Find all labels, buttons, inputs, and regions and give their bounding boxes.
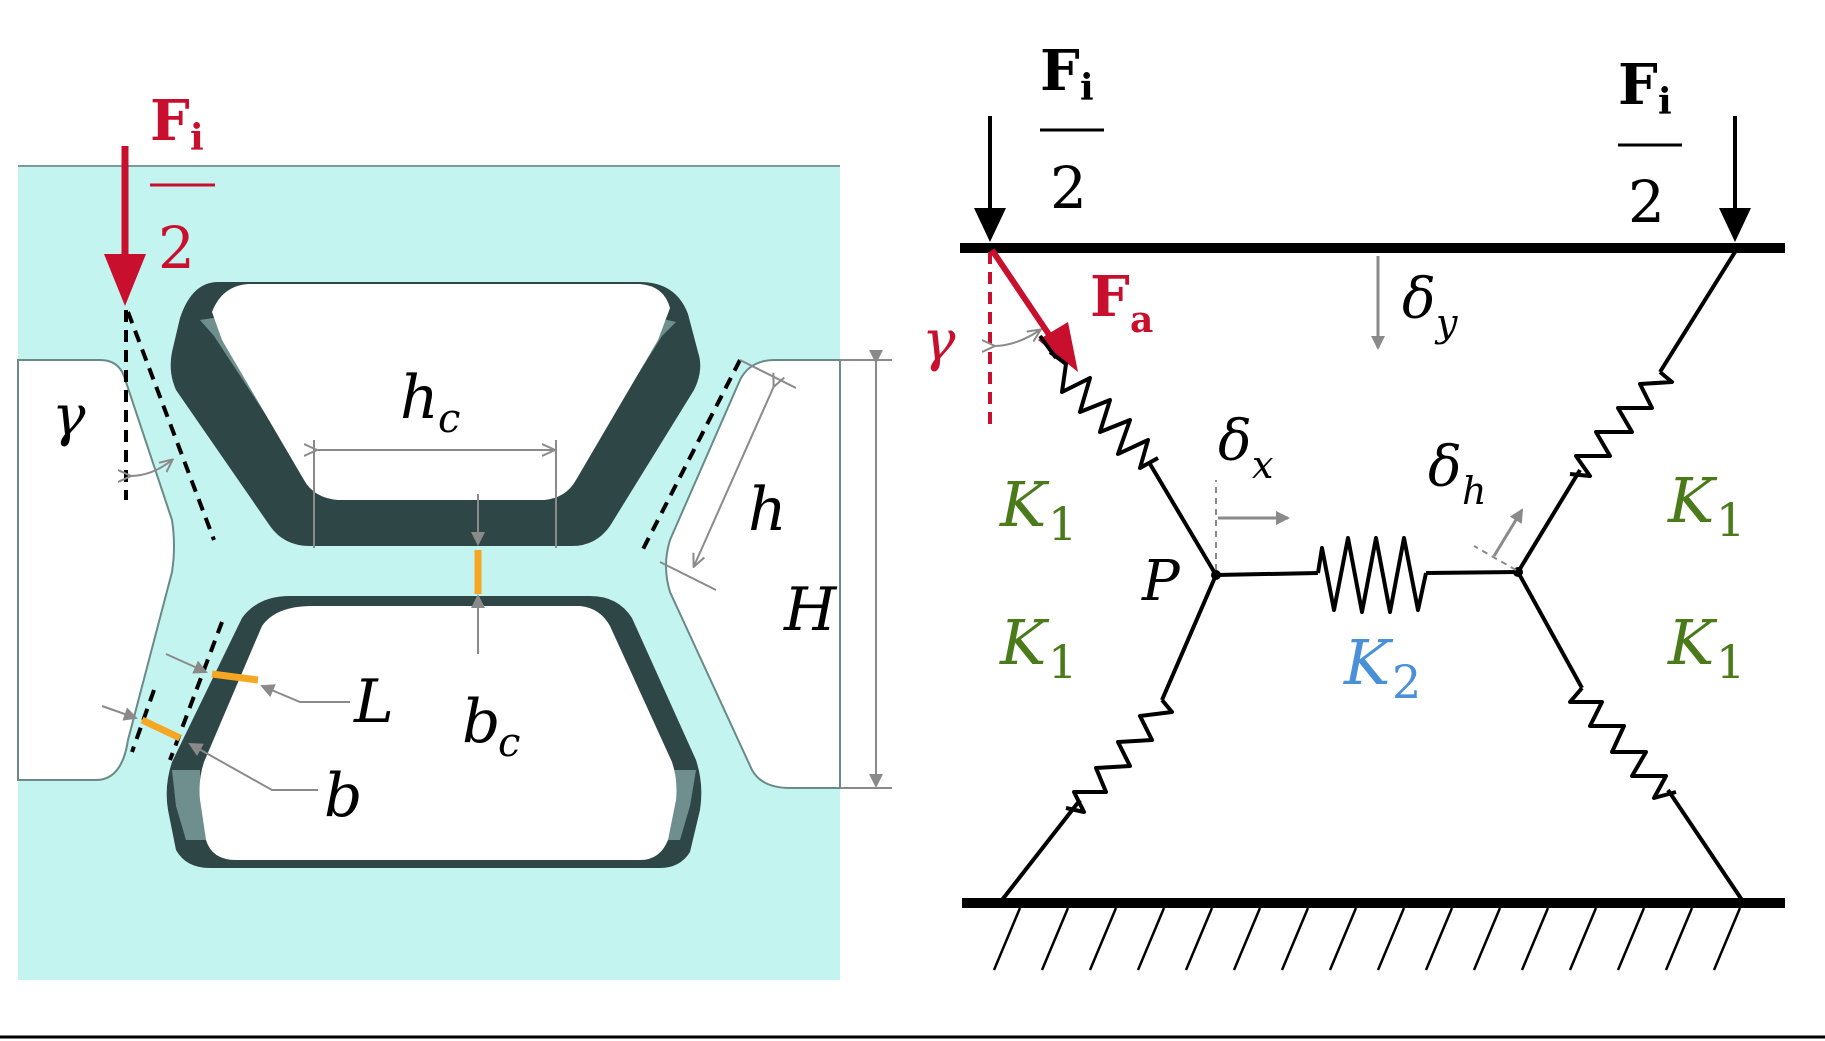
member-lower-left-a: [1160, 574, 1218, 701]
K1-upper-left-sub: 1: [1048, 497, 1077, 551]
spring-K1-upper-right: [1569, 370, 1674, 478]
L-label: L: [353, 667, 394, 737]
K1-lower-left-sub: 1: [1048, 635, 1077, 689]
force-label-sub-i: i: [190, 117, 204, 159]
K1-upper-left-label: K: [999, 468, 1050, 541]
member-lower-right-a: [1516, 571, 1584, 689]
K1-upper-right-label: K: [1667, 464, 1718, 537]
b-thickness-highlight: [140, 716, 182, 742]
node-P: [1211, 570, 1221, 580]
member-lower-left-b: [1000, 798, 1082, 902]
gamma-label-right: γ: [922, 309, 956, 374]
gamma-arc-right: [994, 330, 1040, 346]
L-arrow-left: [165, 653, 208, 674]
h-strut-dashed: [638, 359, 742, 556]
bc-label: b: [462, 687, 500, 757]
member-upper-right-b: [1516, 468, 1582, 574]
left-panel: F i 2 γ h c b c h H: [17, 88, 892, 980]
delta-h-sub: h: [1462, 469, 1486, 513]
load-arrowhead-right: [1719, 208, 1751, 242]
delta-h-dashed: [1473, 545, 1517, 571]
force-arrowhead-left-panel: [104, 254, 146, 306]
bottom-cavity-opening: [199, 606, 677, 860]
hc-label: h: [400, 363, 439, 433]
load-left-F: F: [1040, 38, 1080, 104]
force-label-F: F: [150, 88, 190, 154]
gamma-arc: [130, 460, 172, 476]
gamma-label: γ: [52, 384, 86, 449]
Fa-arrow: [989, 248, 1057, 344]
member-upper-left-a: [1038, 334, 1058, 360]
L-thickness-highlight: [211, 670, 259, 684]
h-dimension-line: [694, 386, 774, 566]
gamma-inclined-dashed: [126, 311, 216, 541]
K1-lower-right-label: K: [1667, 606, 1718, 679]
member-K2-right: [1425, 570, 1519, 575]
Fa-arrowhead: [1038, 322, 1078, 372]
load-arrowhead-left: [974, 208, 1006, 242]
load-right-den: 2: [1628, 168, 1665, 236]
spring-K1-lower-left: [1065, 698, 1174, 814]
delta-y-label: δ: [1402, 267, 1436, 332]
bc-label-sub: c: [498, 720, 520, 766]
delta-x-sub: x: [1252, 443, 1273, 487]
b-leader: [188, 743, 318, 791]
right-panel: F i 2 F i 2 γ F a δ y: [922, 38, 1785, 971]
P-label: P: [1141, 549, 1181, 614]
b-label: b: [324, 761, 362, 831]
b-strut-edge-dashed: [130, 689, 156, 753]
b-arrow-left: [101, 705, 138, 721]
spring-K1-lower-right: [1568, 686, 1677, 800]
ground-hatching: [992, 907, 1742, 971]
delta-x-label: δ: [1218, 409, 1252, 474]
member-K2-left: [1215, 571, 1319, 577]
load-right-sub: i: [1658, 81, 1672, 123]
K1-upper-right-sub: 1: [1716, 493, 1745, 547]
delta-y-sub: y: [1434, 301, 1458, 345]
delta-h-label: δ: [1428, 435, 1462, 500]
Fa-label: F: [1090, 264, 1130, 330]
spring-K2: [1316, 536, 1428, 614]
member-upper-left-b: [1148, 462, 1218, 577]
K1-lower-right-sub: 1: [1716, 635, 1745, 689]
Fa-label-sub: a: [1130, 299, 1153, 341]
delta-h-arrow: [1492, 508, 1524, 557]
load-right-F: F: [1618, 52, 1658, 118]
h-label: h: [748, 475, 787, 545]
H-label: H: [783, 575, 838, 645]
K1-lower-left-label: K: [999, 606, 1050, 679]
load-left-den: 2: [1050, 154, 1087, 222]
K2-label: K: [1343, 626, 1394, 699]
hc-label-sub: c: [438, 396, 460, 442]
force-label-den: 2: [158, 214, 195, 282]
member-upper-right-a: [1658, 250, 1737, 374]
K2-sub: 2: [1392, 655, 1421, 709]
h-extension-bottom: [659, 561, 717, 591]
spring-K1-upper-left: [1048, 350, 1159, 470]
L-leader: [260, 684, 350, 703]
load-left-sub: i: [1080, 67, 1094, 109]
member-lower-right-b: [1666, 788, 1744, 902]
